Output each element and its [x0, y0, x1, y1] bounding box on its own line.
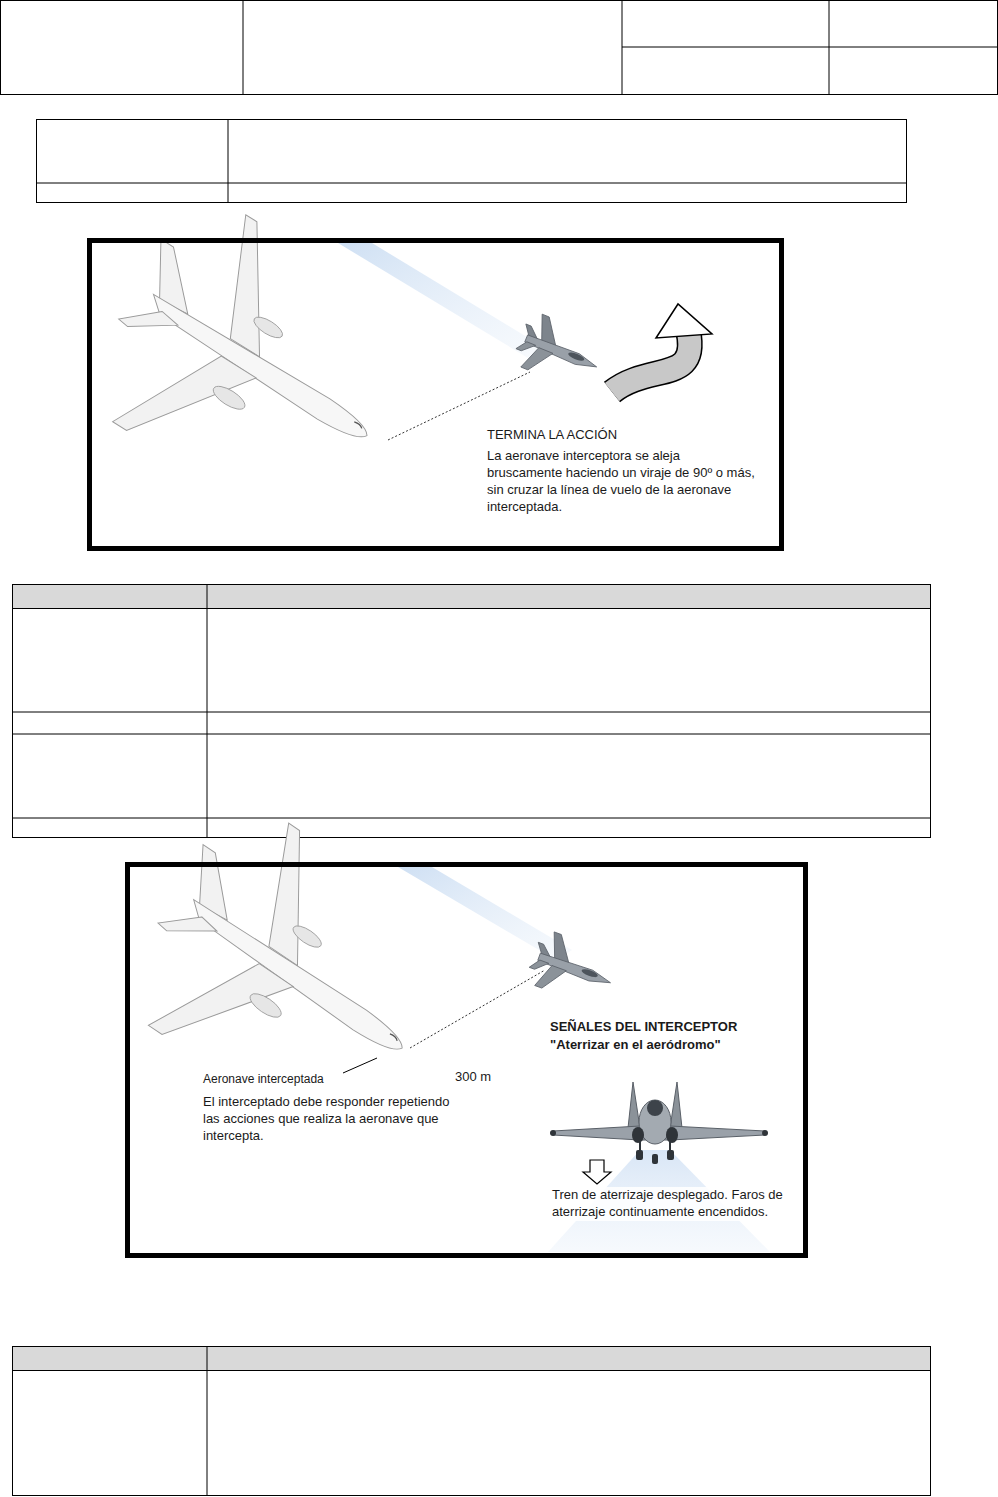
distance-label: 300 m — [455, 1069, 515, 1086]
fighter-jet — [524, 928, 620, 1010]
figure-heading: TERMINA LA ACCIÓN — [487, 427, 767, 444]
signal-heading: SEÑALES DEL INTERCEPTOR — [550, 1019, 800, 1036]
figure-note: La aeronave interceptora se aleja brusca… — [487, 448, 755, 516]
callout-label: Aeronave interceptada — [203, 1072, 403, 1088]
down-arrow — [583, 1160, 611, 1184]
figure-frame: 300 m SEÑALES DEL INTERCEPTOR"Aterrizar e… — [125, 862, 808, 1258]
steps-table — [12, 584, 931, 838]
airliner — [102, 790, 471, 1150]
airliner — [65, 184, 432, 540]
header-table — [1, 0, 998, 95]
figure-frame: TERMINA LA ACCIÓN La aeronave interceptor… — [87, 238, 784, 551]
steps-table — [13, 1346, 931, 1496]
fighter-jet — [510, 310, 607, 393]
signal-name: "Aterrizar en el aeródromo" — [550, 1037, 800, 1054]
fighter-front-view — [550, 1082, 768, 1164]
info-table — [36, 119, 907, 203]
figure-note: El interceptado debe responder repetiend… — [203, 1094, 468, 1145]
signal-description: Tren de aterrizaje desplegado. Faros de … — [552, 1187, 797, 1221]
